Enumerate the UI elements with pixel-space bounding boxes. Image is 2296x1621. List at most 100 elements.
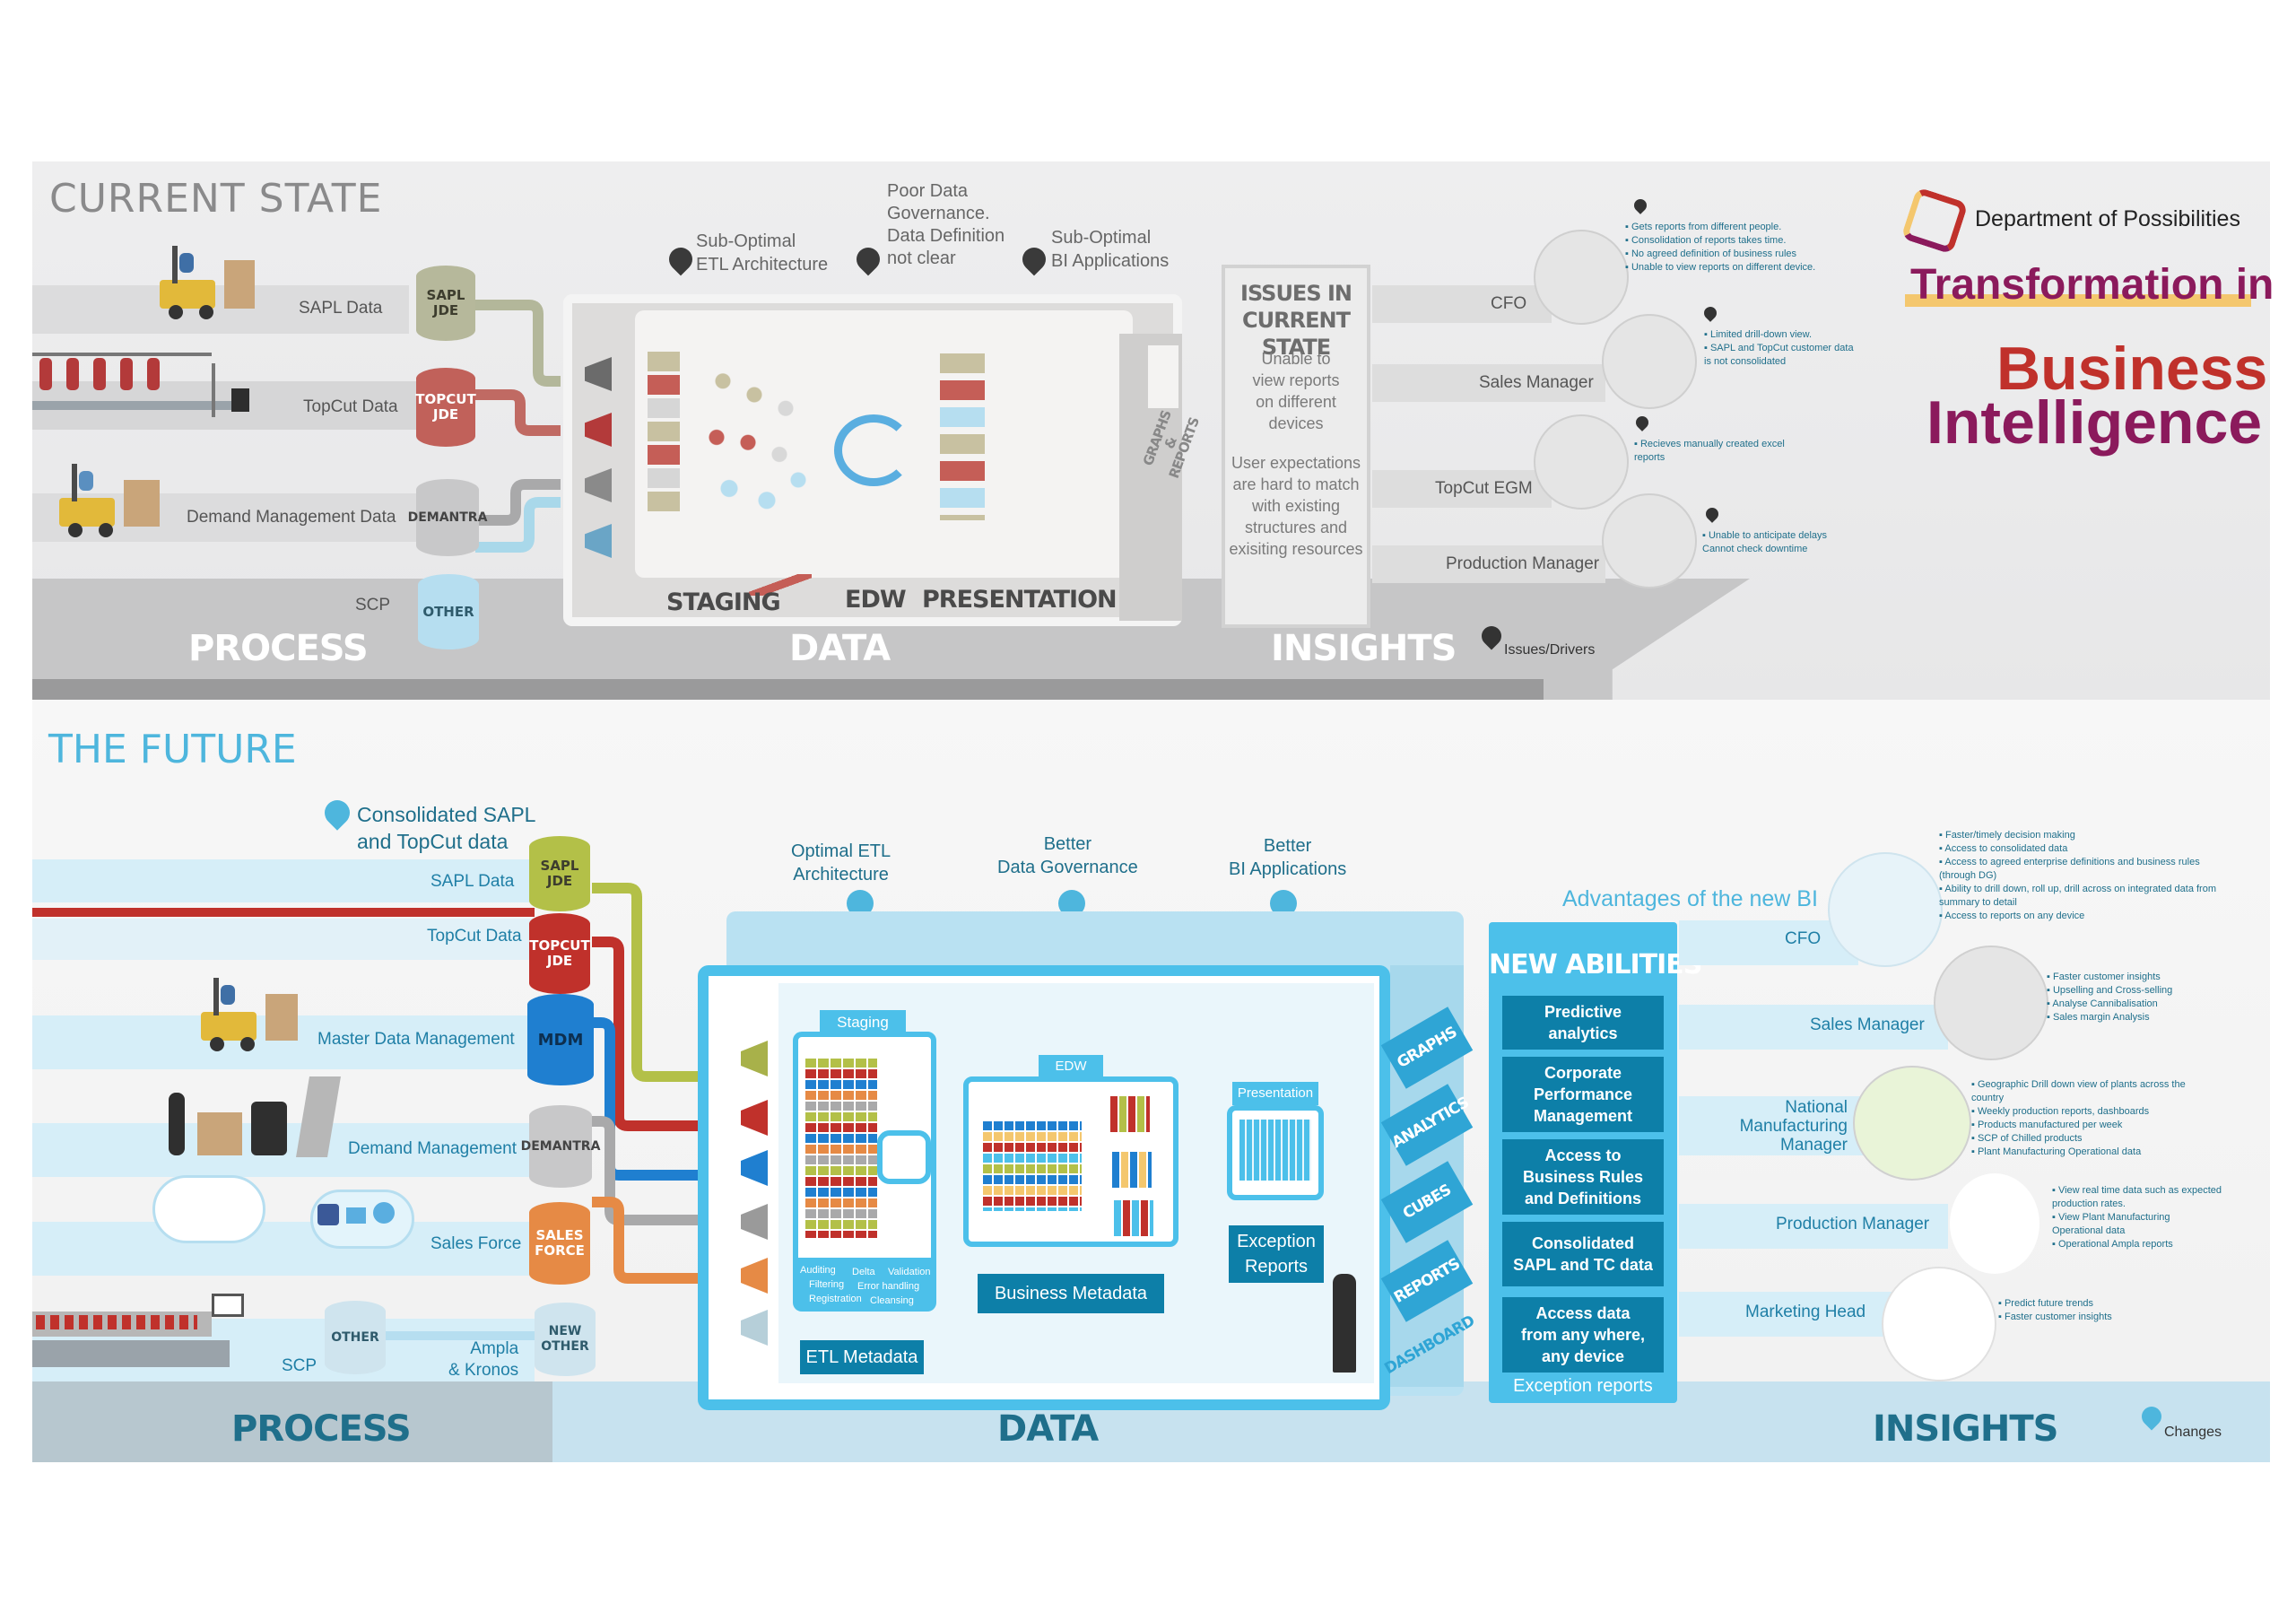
presentation-screen [1239,1120,1311,1181]
forklift-icon [59,462,167,537]
avatar [1534,230,1629,325]
note-production: Unable to anticipate delays Cannot check… [1702,529,1855,556]
note-item: Plant Manufacturing Operational data [1971,1146,2213,1159]
database-other: OTHER [325,1301,386,1374]
issues-panel [1222,265,1370,628]
note-cfo: Faster/timely decision making Access to … [1939,829,2226,923]
ability-item: Access to Business Rules and Definitions [1502,1139,1664,1215]
avatar [1828,852,1943,967]
title-line-2: Business [1996,335,2268,403]
database-topcut-jde: TOPCUT JDE [415,368,476,447]
database-demantra: DEMANTRA [521,1105,600,1188]
current-edw-label: EDW [845,586,907,614]
ability-item: Access data from any where, any device [1502,1297,1664,1373]
staging-tab: Staging [820,1010,906,1035]
role-label: National Manufacturing Manager [1739,1098,1848,1155]
note-item: Recieves manually created excel reports [1634,438,1787,465]
note-item: Geographic Drill down view of plants acr… [1971,1078,2213,1105]
database-demantra: DEMANTRA [408,479,487,556]
note-item: Unable to view reports on different devi… [1625,261,1836,275]
role-band [1372,364,1605,402]
future-band [32,919,535,960]
database-new-other: NEW OTHER [535,1303,596,1376]
note-sales: Limited drill-down view. SAPL and TopCut… [1704,328,1857,369]
database-sapl-jde: SAPL JDE [416,266,475,341]
future-band [32,1222,535,1276]
source-label: TopCut Data [303,397,398,416]
staging-task: Cleansing [870,1295,914,1306]
cloud-icon [152,1175,265,1243]
note-item: Predict future trends [1998,1297,2178,1311]
note-item: Unable to anticipate delays Cannot check… [1702,529,1855,556]
title-highlight [1905,294,2251,307]
connector-line [386,1331,535,1340]
red-sticks [749,574,812,596]
etl-metadata-label: ETL Metadata [800,1340,924,1374]
role-band [1679,1204,1948,1249]
note-item: SCP of Chilled products [1971,1132,2213,1146]
exception-reports-label: Exception Reports [1229,1225,1324,1283]
source-label: SCP [355,596,391,614]
database-mdm: MDM [527,994,594,1085]
pin-label-governance: Poor Data Governance. Data Definition no… [887,181,1005,268]
forklift-icon [201,976,301,1051]
edw-cube [1112,1152,1152,1188]
database-sales-force: SALES FORCE [529,1202,590,1285]
current-state-title: CURRENT STATE [49,176,383,222]
flow-arrow [877,1130,931,1184]
current-process-label: PROCESS [188,628,369,669]
future-process-label: PROCESS [231,1408,412,1450]
future-floor-left [32,1381,552,1462]
meat-line-icon [32,345,301,426]
note-item: View real time data such as expected pro… [2052,1184,2222,1211]
role-band [1679,1292,1894,1337]
current-staging-label: STAGING [666,588,781,616]
pin-label-etl: Optimal ETL Architecture [791,841,891,885]
role-label: Sales Manager [1810,1015,1925,1034]
note-item: Faster/timely decision making [1939,829,2226,842]
ability-item: Consolidated SAPL and TC data [1502,1222,1664,1286]
source-label: Ampla & Kronos [448,1339,519,1380]
note-item: Analyse Cannibalisation [2047,998,2226,1011]
note-item: View Plant Manufacturing Operational dat… [2052,1211,2222,1238]
staging-task: Delta [852,1267,875,1277]
edw-blocks [940,353,985,520]
note-item: Consolidation of reports takes time. [1625,234,1836,248]
consolidated-label: Consolidated SAPL and TopCut data [357,803,536,853]
staging-blocks [648,352,680,513]
role-label: CFO [1785,929,1822,948]
legend-issues: Issues/Drivers [1504,642,1596,658]
avatar [1950,1173,2039,1274]
role-band [1372,470,1552,508]
future-band-red [32,908,535,917]
future-data-label: DATA [997,1408,1099,1450]
avatar [1882,1267,1996,1381]
note-item: Access to agreed enterprise definitions … [1939,856,2226,883]
role-label: Production Manager [1446,554,1600,573]
source-label: TopCut Data [427,927,522,946]
factory-line-icon [32,1294,244,1374]
role-label: Marketing Head [1745,1303,1866,1321]
role-label: TopCut EGM [1435,479,1533,498]
source-label: Demand Management [348,1139,517,1158]
note-item: Sales margin Analysis [2047,1011,2226,1024]
note-item: No agreed definition of business rules [1625,248,1836,261]
forklift-icon [160,244,258,319]
note-item: Ability to drill down, roll up, drill ac… [1939,883,2226,910]
future-pipes [592,883,709,1284]
note-item: SAPL and TopCut customer data is not con… [1704,342,1857,369]
pin-label-bi: Better BI Applications [1229,836,1347,879]
twitter-icon [373,1202,395,1224]
current-insights-label: INSIGHTS [1271,628,1457,669]
note-item: Access to consolidated data [1939,842,2226,856]
role-label: CFO [1491,294,1527,313]
future-band [32,859,535,902]
person-icon [1333,1274,1356,1373]
avatar [1602,493,1697,588]
current-data-label: DATA [789,628,891,669]
legend-changes: Changes [2164,1425,2222,1440]
edw-cube [1114,1200,1153,1236]
database-topcut-jde: TOPCUT JDE [529,913,590,994]
band-1 [32,285,409,334]
note-item: Gets reports from different people. [1625,221,1836,234]
